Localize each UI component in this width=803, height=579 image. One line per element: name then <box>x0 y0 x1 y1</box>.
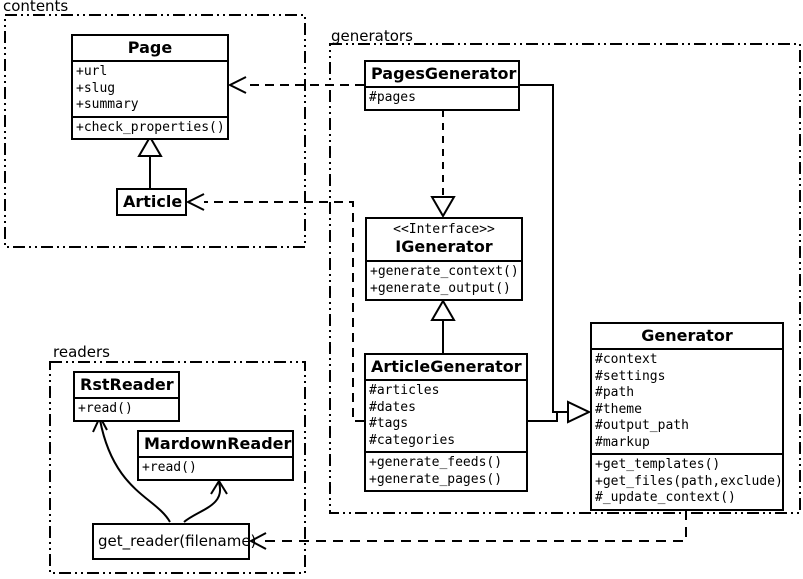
class-mardownreader-methods: +read() <box>139 458 292 479</box>
class-article-name: Article <box>123 192 183 211</box>
class-mardownreader-name: MardownReader <box>139 432 292 458</box>
attribute: #settings <box>595 368 666 384</box>
class-generator-attributes: #context #settings #path #theme #output_… <box>592 350 782 455</box>
attribute: #context <box>595 352 658 367</box>
class-article: Article <box>116 188 187 216</box>
arrowhead-generator-to-getreader <box>248 532 267 550</box>
edge-pagesgenerator-to-generator <box>520 84 568 413</box>
attribute: #tags <box>369 416 409 431</box>
class-igenerator-methods: +generate_context() +generate_output() <box>367 262 521 299</box>
attribute: #articles <box>369 383 440 398</box>
attribute: #categories <box>369 432 456 448</box>
attribute: #pages <box>369 90 416 105</box>
attribute: #markup <box>595 434 650 450</box>
edge-articlegenerator-to-article <box>204 201 364 422</box>
edge-generator-to-getreader <box>260 527 687 542</box>
method: +generate_output() <box>370 280 511 296</box>
class-igenerator-header: <<Interface>> IGenerator <box>367 219 521 262</box>
attribute: #output_path <box>595 418 689 433</box>
class-page: Page +url +slug +summary +check_properti… <box>71 34 229 140</box>
attribute: #dates <box>369 399 416 415</box>
attribute: #path <box>595 385 635 400</box>
class-igenerator-name: IGenerator <box>395 237 493 256</box>
method: +generate_pages() <box>369 471 503 487</box>
class-rstreader-methods: +read() <box>75 399 178 420</box>
class-page-attributes: +url +slug +summary <box>73 62 227 118</box>
method: +check_properties() <box>76 119 225 135</box>
method: +generate_context() <box>370 264 519 279</box>
class-pagesgenerator-name: PagesGenerator <box>366 62 518 88</box>
method: #_update_context() <box>595 490 736 505</box>
edge-getreader-to-mardownreader <box>183 482 222 523</box>
triangle-article-to-page <box>137 135 163 157</box>
class-rstreader-name: RstReader <box>75 373 178 399</box>
class-pagesgenerator: PagesGenerator #pages <box>364 60 520 111</box>
attribute: #theme <box>595 401 642 417</box>
class-generator-methods: +get_templates() +get_files(path,exclude… <box>592 455 783 509</box>
class-rstreader: RstReader +read() <box>73 371 180 422</box>
package-label-contents: contents <box>3 0 69 15</box>
function-get-reader: get_reader(filename) <box>92 523 257 560</box>
package-label-readers: readers <box>53 343 110 361</box>
package-label-generators: generators <box>331 27 413 45</box>
class-articlegenerator: ArticleGenerator #articles #dates #tags … <box>364 353 528 492</box>
class-mardownreader: MardownReader +read() <box>137 430 294 481</box>
class-igenerator-stereotype: <<Interface>> <box>393 222 495 237</box>
method: +read() <box>78 401 133 416</box>
arrowhead-getreader-to-mardownreader <box>210 479 228 495</box>
function-get-reader-label: get_reader(filename) <box>98 532 257 550</box>
package-border-generators <box>329 43 801 514</box>
triangle-to-generator <box>567 400 592 424</box>
package-border-readers <box>49 361 306 574</box>
class-page-methods: +check_properties() <box>73 118 227 139</box>
edge-articlegenerator-to-generator <box>528 412 558 422</box>
method: +generate_feeds() <box>369 455 503 470</box>
class-page-name: Page <box>73 36 227 62</box>
attribute: +url <box>76 64 108 79</box>
class-articlegenerator-name: ArticleGenerator <box>366 355 526 381</box>
attribute: +summary <box>76 97 139 112</box>
triangle-articlegenerator-to-igenerator <box>430 299 456 321</box>
arrowhead-articlegenerator-to-article <box>185 193 205 211</box>
edge-getreader-to-rstreader <box>99 419 171 523</box>
method: +read() <box>142 460 197 475</box>
attribute: +slug <box>76 80 116 96</box>
class-generator: Generator #context #settings #path #them… <box>590 322 784 511</box>
class-igenerator: <<Interface>> IGenerator +generate_conte… <box>365 217 523 301</box>
method: +get_templates() <box>595 457 721 472</box>
class-generator-name: Generator <box>592 324 782 350</box>
method: +get_files(path,exclude) <box>595 473 783 489</box>
package-border-contents <box>4 14 306 248</box>
arrowhead-pagesgenerator-to-page <box>227 76 247 94</box>
class-pagesgenerator-attributes: #pages <box>366 88 518 109</box>
class-articlegenerator-methods: +generate_feeds() +generate_pages() <box>366 453 526 490</box>
class-articlegenerator-attributes: #articles #dates #tags #categories <box>366 381 526 453</box>
triangle-pagesgenerator-to-igenerator <box>430 196 456 218</box>
